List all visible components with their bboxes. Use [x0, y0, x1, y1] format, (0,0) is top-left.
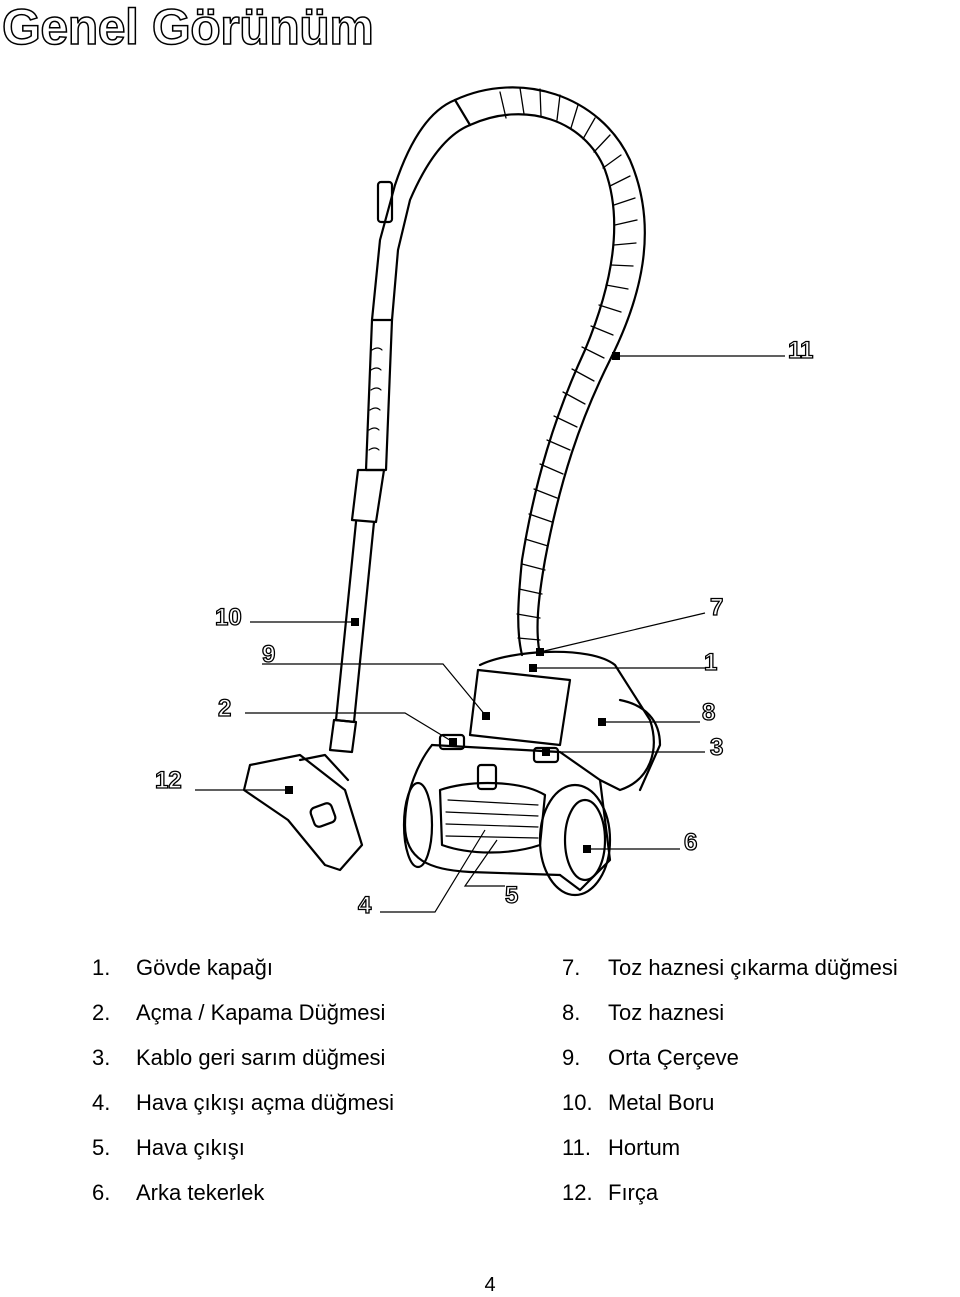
callout-markers — [285, 352, 620, 853]
callout-4: 4 — [358, 892, 372, 919]
callout-7: 7 — [710, 594, 723, 621]
callout-6: 6 — [684, 829, 697, 856]
callout-5: 5 — [505, 882, 518, 909]
page-title: Genel Görünüm — [1, 0, 374, 56]
callout-lines — [195, 355, 785, 913]
vacuum-cleaner-diagram: 11 7 1 8 3 6 10 9 2 12 4 5 — [154, 86, 814, 920]
callout-1: 1 — [704, 649, 717, 676]
handle-tube-illustration — [328, 98, 472, 754]
callout-10: 10 — [215, 604, 242, 631]
callout-11: 11 — [788, 337, 813, 364]
page-number: 4 — [484, 1274, 496, 1296]
callout-3: 3 — [710, 734, 723, 761]
callout-12: 12 — [155, 767, 182, 794]
callout-8: 8 — [702, 699, 715, 726]
callout-2: 2 — [218, 695, 231, 722]
hose-illustration — [453, 86, 646, 657]
callout-9: 9 — [262, 641, 275, 668]
brush-illustration — [242, 753, 364, 872]
body-illustration — [402, 650, 662, 897]
